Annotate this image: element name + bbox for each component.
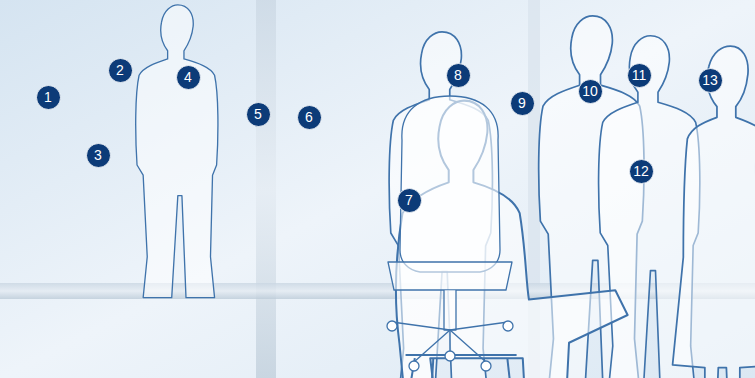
- callout-marker: 8: [446, 63, 471, 88]
- callout-number: 6: [305, 110, 313, 124]
- callout-circle-shape: [629, 159, 653, 183]
- person-silhouette: [673, 46, 755, 378]
- callout-number: 8: [454, 68, 462, 82]
- chair-base: [392, 322, 508, 362]
- callout-number: 12: [633, 164, 649, 178]
- callout-circle-shape: [397, 188, 421, 212]
- callout-number: 4: [184, 70, 192, 84]
- callout-number: 10: [582, 84, 598, 98]
- callout-marker: 2: [108, 58, 133, 83]
- chair-casters: [387, 321, 513, 371]
- callout-circle-shape: [176, 65, 200, 89]
- callout-marker: 5: [246, 102, 271, 127]
- callout-marker: 12: [629, 159, 654, 184]
- callout-number: 13: [702, 73, 718, 87]
- callout-number: 1: [44, 90, 52, 104]
- callout-marker: 9: [510, 91, 535, 116]
- callout-circle-shape: [86, 143, 110, 167]
- chair-seat: [388, 262, 512, 290]
- callout-number: 11: [632, 68, 647, 82]
- callout-circle-shape: [36, 85, 60, 109]
- callout-circle-shape: [246, 102, 270, 126]
- person-silhouette: [136, 5, 218, 298]
- callout-marker: 13: [698, 68, 723, 93]
- callout-marker: 4: [176, 65, 201, 90]
- chair-back: [400, 96, 500, 272]
- callout-number: 7: [405, 193, 413, 207]
- callout-circle-shape: [578, 79, 602, 103]
- callout-marker: 1: [36, 85, 61, 110]
- callout-marker: 6: [297, 105, 322, 130]
- callout-circle-shape: [446, 63, 470, 87]
- callout-marker: 10: [578, 79, 603, 104]
- callout-marker: 7: [397, 188, 422, 213]
- callout-circle-shape: [108, 58, 132, 82]
- chair-column: [444, 290, 456, 330]
- callout-circle-shape: [297, 105, 321, 129]
- callout-number: 2: [116, 63, 124, 77]
- callout-marker: 11: [627, 63, 652, 88]
- callout-circle-shape: [510, 91, 534, 115]
- office-chair: [387, 96, 513, 371]
- window-frame: [256, 0, 276, 378]
- callout-number: 3: [94, 148, 102, 162]
- callout-number: 9: [518, 96, 526, 110]
- callout-number: 5: [254, 107, 262, 121]
- callout-circle-shape: [698, 68, 722, 92]
- callout-circle-shape: [627, 63, 651, 87]
- callout-marker: 3: [86, 143, 111, 168]
